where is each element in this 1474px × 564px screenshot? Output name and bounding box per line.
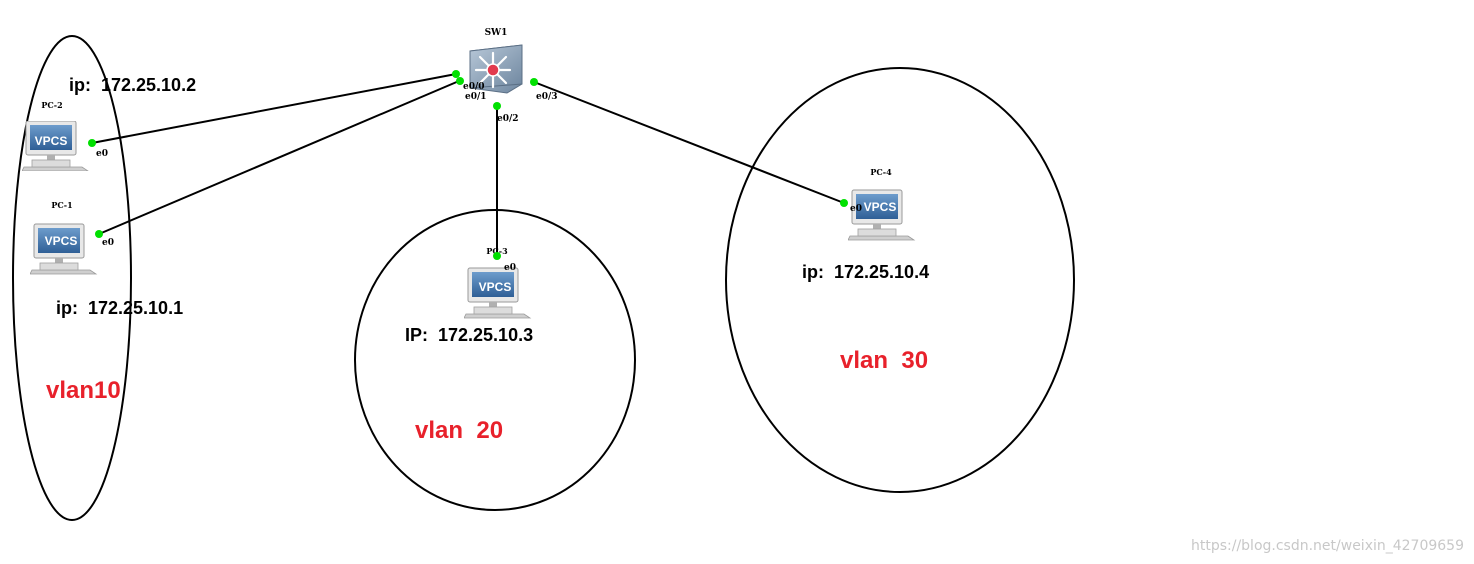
vlan20-label: vlan 20 xyxy=(415,417,503,444)
pc-3-node[interactable]: PC-3 VPCS e0 xyxy=(464,246,531,319)
port-dot-sw1-e0-0 xyxy=(452,70,460,78)
pc-2-icon-label: VPCS xyxy=(35,134,68,148)
port-dot-sw1-e0-3 xyxy=(530,78,538,86)
link-sw1-pc4 xyxy=(533,81,845,204)
port-dots xyxy=(88,70,848,260)
port-dot-pc3-e0 xyxy=(493,252,501,260)
port-label-e0-0: e0/0 xyxy=(463,82,485,92)
port-label-e0-2: e0/2 xyxy=(497,114,519,124)
pc-3-port: e0 xyxy=(504,263,516,273)
switch-name: SW1 xyxy=(485,28,508,38)
pc-4-ip: ip: 172.25.10.4 xyxy=(802,262,929,282)
link-sw1-pc1 xyxy=(98,80,460,235)
watermark-text: https://blog.csdn.net/weixin_42709659 xyxy=(1190,538,1464,554)
pc-1-icon xyxy=(30,223,97,275)
pc-3-icon-label: VPCS xyxy=(479,280,512,294)
pc-4-icon-label: VPCS xyxy=(864,200,897,214)
pc-1-ip: ip: 172.25.10.1 xyxy=(56,298,183,318)
vlan10-boundary xyxy=(12,35,132,521)
pc-2-ip: ip: 172.25.10.2 xyxy=(69,75,196,95)
port-dot-sw1-e0-2 xyxy=(493,102,501,110)
pc-2-port: e0 xyxy=(96,149,108,159)
port-dot-sw1-e0-1 xyxy=(456,77,464,85)
pc-1-node[interactable]: PC-1 VPCS e0 xyxy=(30,200,114,275)
port-label-e0-3: e0/3 xyxy=(536,92,558,102)
vlan30-label: vlan 30 xyxy=(840,347,928,374)
pc-3-ip: IP: 172.25.10.3 xyxy=(405,325,533,345)
pc-3-name: PC-3 xyxy=(486,246,508,256)
vlan20-boundary xyxy=(354,209,636,511)
pc-2-node[interactable]: PC-2 VPCS e0 xyxy=(22,100,108,171)
link-sw1-pc2 xyxy=(91,73,457,144)
pc-1-icon-label: VPCS xyxy=(45,234,78,248)
pc-4-node[interactable]: PC-4 VPCS e0 xyxy=(848,167,915,241)
switch-sw1[interactable]: SW1 xyxy=(469,28,523,94)
vlan30-boundary xyxy=(725,67,1075,493)
pc-1-name: PC-1 xyxy=(51,200,72,210)
pc-4-name: PC-4 xyxy=(870,167,892,177)
port-label-e0-1: e0/1 xyxy=(465,92,487,102)
port-dot-pc2-e0 xyxy=(88,139,96,147)
port-dot-pc1-e0 xyxy=(95,230,103,238)
vlan10-label: vlan10 xyxy=(46,377,121,404)
pc-2-name: PC-2 xyxy=(41,100,62,110)
pc-1-port: e0 xyxy=(102,238,114,248)
port-dot-pc4-e0 xyxy=(840,199,848,207)
pc-4-port: e0 xyxy=(850,204,862,214)
pc-4-icon xyxy=(848,189,915,241)
